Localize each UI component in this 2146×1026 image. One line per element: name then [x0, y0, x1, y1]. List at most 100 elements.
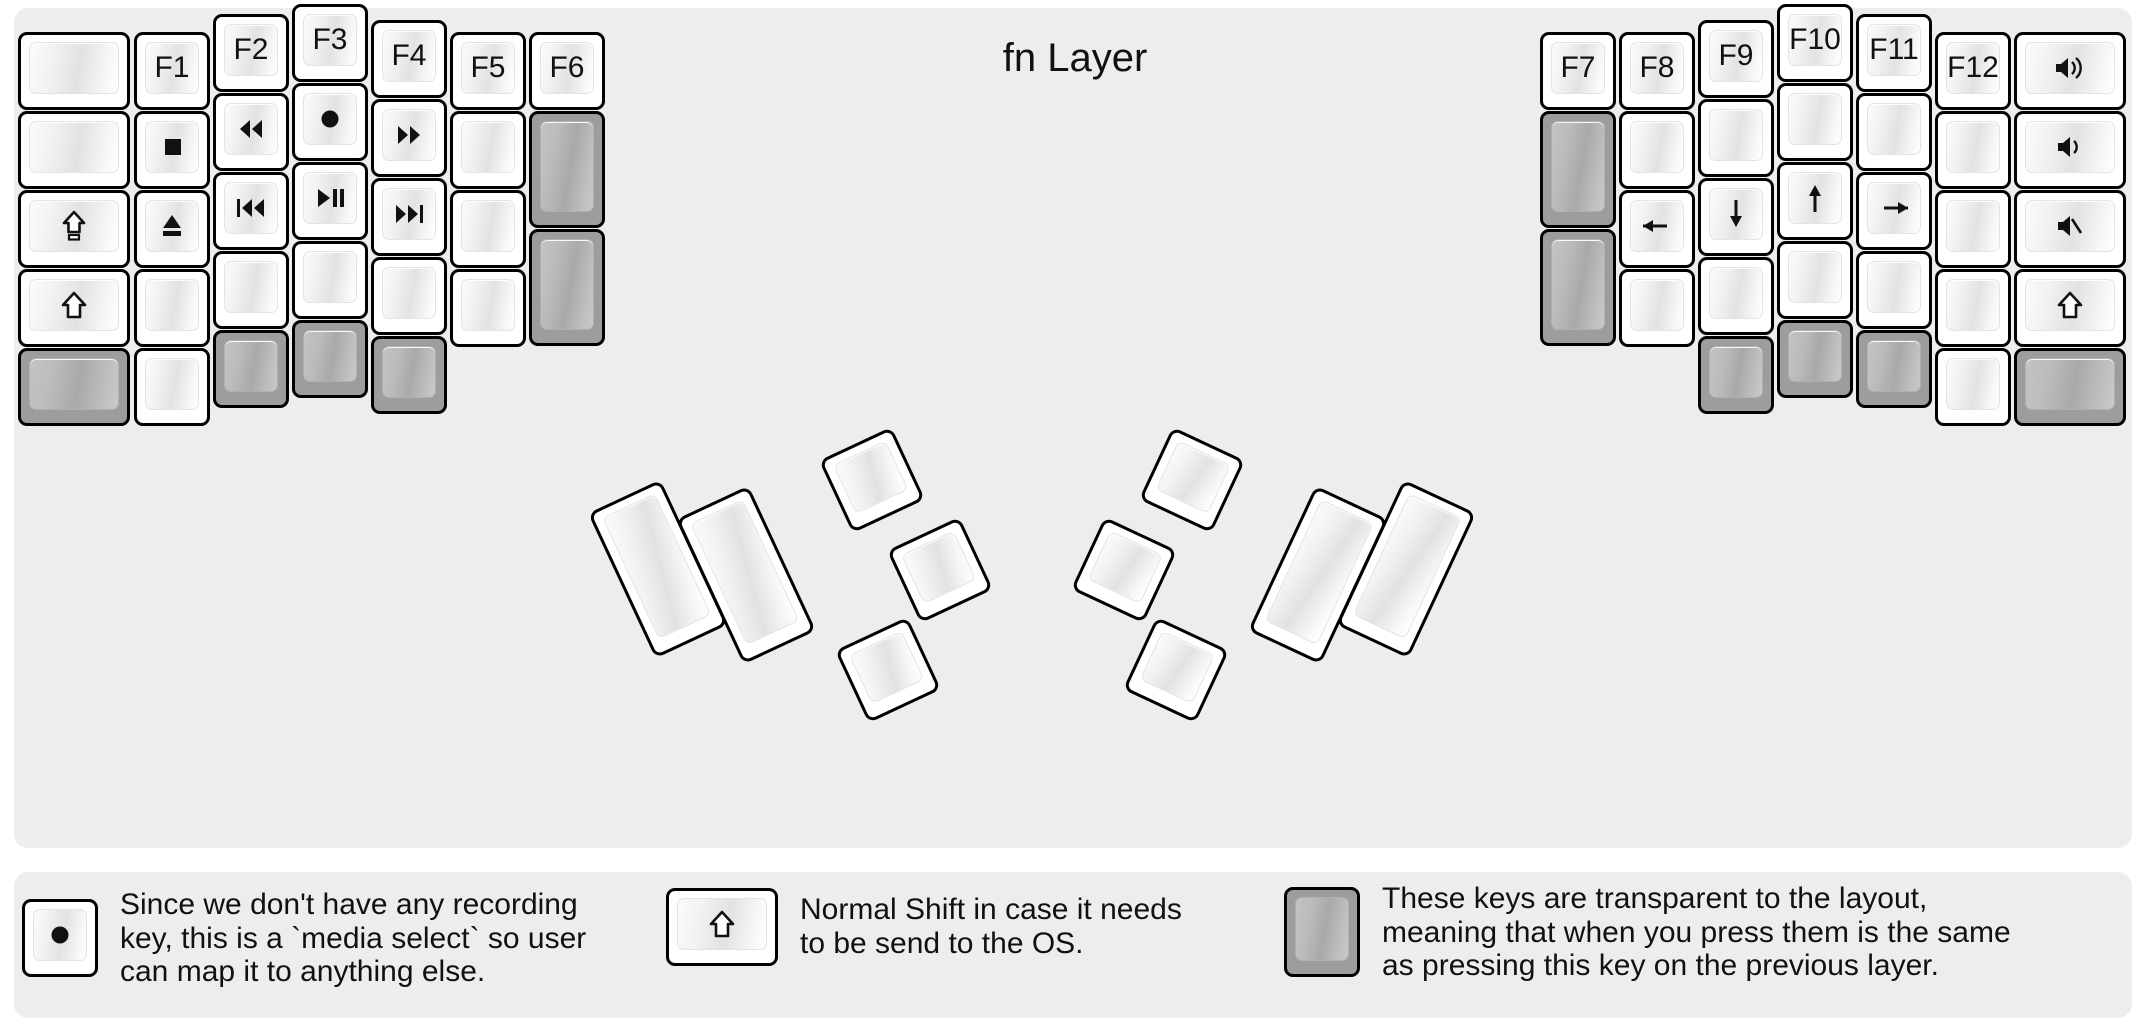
col-f12-key-3[interactable] — [1935, 269, 2011, 347]
col-f11-key-2[interactable] — [1856, 172, 1932, 250]
keycap-surface — [382, 188, 436, 240]
keycap-surface — [2025, 358, 2115, 410]
legend-transparent: These keys are transparent to the layout… — [1284, 882, 2011, 983]
keycap-surface — [1867, 261, 1921, 313]
col-f4-key-3[interactable] — [371, 257, 447, 335]
keycap-surface — [303, 251, 357, 303]
col-f10-key-2[interactable] — [1777, 162, 1853, 240]
col-f7-key-0[interactable]: F7 — [1540, 32, 1616, 110]
col-f5-key-2[interactable] — [450, 190, 526, 268]
col-f12-key-1[interactable] — [1935, 111, 2011, 189]
keycap-surface — [382, 109, 436, 161]
legend-transparent-key-sample — [1284, 887, 1360, 978]
col-f5-key-1[interactable] — [450, 111, 526, 189]
keycap-surface — [1630, 200, 1684, 252]
keycap-surface — [1709, 30, 1763, 82]
keycap-surface — [1867, 340, 1921, 392]
col-f3-key-2[interactable] — [292, 162, 368, 240]
keycap-surface — [1867, 24, 1921, 76]
keycap-surface — [145, 279, 199, 331]
legend-record: Since we don't have any recording key, t… — [22, 888, 586, 989]
col-f9-key-3[interactable] — [1698, 257, 1774, 335]
keycap-surface — [1630, 279, 1684, 331]
col-outer-key-2[interactable] — [18, 190, 130, 268]
col-outer-right-key-1[interactable] — [2014, 111, 2126, 189]
keycap-surface — [2025, 200, 2115, 252]
keycap-surface — [224, 261, 278, 313]
keycap-surface — [382, 346, 436, 398]
col-f4-key-1[interactable] — [371, 99, 447, 177]
col-f12-key-4[interactable] — [1935, 348, 2011, 426]
keycap-surface — [1709, 188, 1763, 240]
col-f7-key-2[interactable] — [1540, 229, 1616, 346]
col-f10-key-1[interactable] — [1777, 83, 1853, 161]
col-outer-key-0[interactable] — [18, 32, 130, 110]
keycap-surface — [303, 172, 357, 224]
col-f5-key-0[interactable]: F5 — [450, 32, 526, 110]
col-f9-key-2[interactable] — [1698, 178, 1774, 256]
col-f4-key-0[interactable]: F4 — [371, 20, 447, 98]
col-f4-key-2[interactable] — [371, 178, 447, 256]
col-f4-key-4[interactable] — [371, 336, 447, 414]
col-f10-key-4[interactable] — [1777, 320, 1853, 398]
keycap-surface — [145, 200, 199, 252]
keycap-surface — [224, 103, 278, 155]
col-outer-right-key-2[interactable] — [2014, 190, 2126, 268]
keycap-surface — [1867, 103, 1921, 155]
legend-transparent-text: These keys are transparent to the layout… — [1382, 882, 2011, 983]
legend-panel — [14, 872, 2132, 1018]
col-outer-right-key-0[interactable] — [2014, 32, 2126, 110]
keycap-surface — [29, 279, 119, 331]
col-f3-key-3[interactable] — [292, 241, 368, 319]
col-outer-right-key-4[interactable] — [2014, 348, 2126, 426]
keycap-surface — [145, 42, 199, 94]
col-f3-key-4[interactable] — [292, 320, 368, 398]
col-f1-key-1[interactable] — [134, 111, 210, 189]
col-f1-key-2[interactable] — [134, 190, 210, 268]
col-f2-key-1[interactable] — [213, 93, 289, 171]
col-f12-key-2[interactable] — [1935, 190, 2011, 268]
col-f8-key-2[interactable] — [1619, 190, 1695, 268]
col-f7-key-1[interactable] — [1540, 111, 1616, 228]
col-f9-key-4[interactable] — [1698, 336, 1774, 414]
col-f11-key-3[interactable] — [1856, 251, 1932, 329]
col-outer-right-key-3[interactable] — [2014, 269, 2126, 347]
col-f11-key-4[interactable] — [1856, 330, 1932, 408]
col-f2-key-3[interactable] — [213, 251, 289, 329]
col-f12-key-0[interactable]: F12 — [1935, 32, 2011, 110]
col-f5-key-3[interactable] — [450, 269, 526, 347]
col-f6-key-2[interactable] — [529, 229, 605, 346]
col-f3-key-0[interactable]: F3 — [292, 4, 368, 82]
keycap-surface — [1788, 172, 1842, 224]
col-f2-key-4[interactable] — [213, 330, 289, 408]
col-f10-key-0[interactable]: F10 — [1777, 4, 1853, 82]
col-f11-key-1[interactable] — [1856, 93, 1932, 171]
legend-shift: Normal Shift in case it needs to be send… — [666, 888, 1182, 966]
col-f6-key-1[interactable] — [529, 111, 605, 228]
col-f11-key-0[interactable]: F11 — [1856, 14, 1932, 92]
col-f1-key-0[interactable]: F1 — [134, 32, 210, 110]
col-f8-key-1[interactable] — [1619, 111, 1695, 189]
col-f3-key-1[interactable] — [292, 83, 368, 161]
keycap-surface — [1788, 93, 1842, 145]
keycap-surface — [382, 267, 436, 319]
keycap-surface — [2025, 121, 2115, 173]
col-f6-key-0[interactable]: F6 — [529, 32, 605, 110]
keycap-surface — [540, 121, 594, 212]
keycap-surface — [29, 121, 119, 173]
col-outer-key-3[interactable] — [18, 269, 130, 347]
col-f1-key-4[interactable] — [134, 348, 210, 426]
col-outer-key-1[interactable] — [18, 111, 130, 189]
col-f9-key-0[interactable]: F9 — [1698, 20, 1774, 98]
keycap-surface — [461, 42, 515, 94]
col-f10-key-3[interactable] — [1777, 241, 1853, 319]
keycap-surface — [833, 440, 909, 515]
col-f8-key-0[interactable]: F8 — [1619, 32, 1695, 110]
col-f1-key-3[interactable] — [134, 269, 210, 347]
col-outer-key-4[interactable] — [18, 348, 130, 426]
col-f8-key-3[interactable] — [1619, 269, 1695, 347]
col-f2-key-2[interactable] — [213, 172, 289, 250]
col-f9-key-1[interactable] — [1698, 99, 1774, 177]
keycap-surface — [224, 340, 278, 392]
col-f2-key-0[interactable]: F2 — [213, 14, 289, 92]
